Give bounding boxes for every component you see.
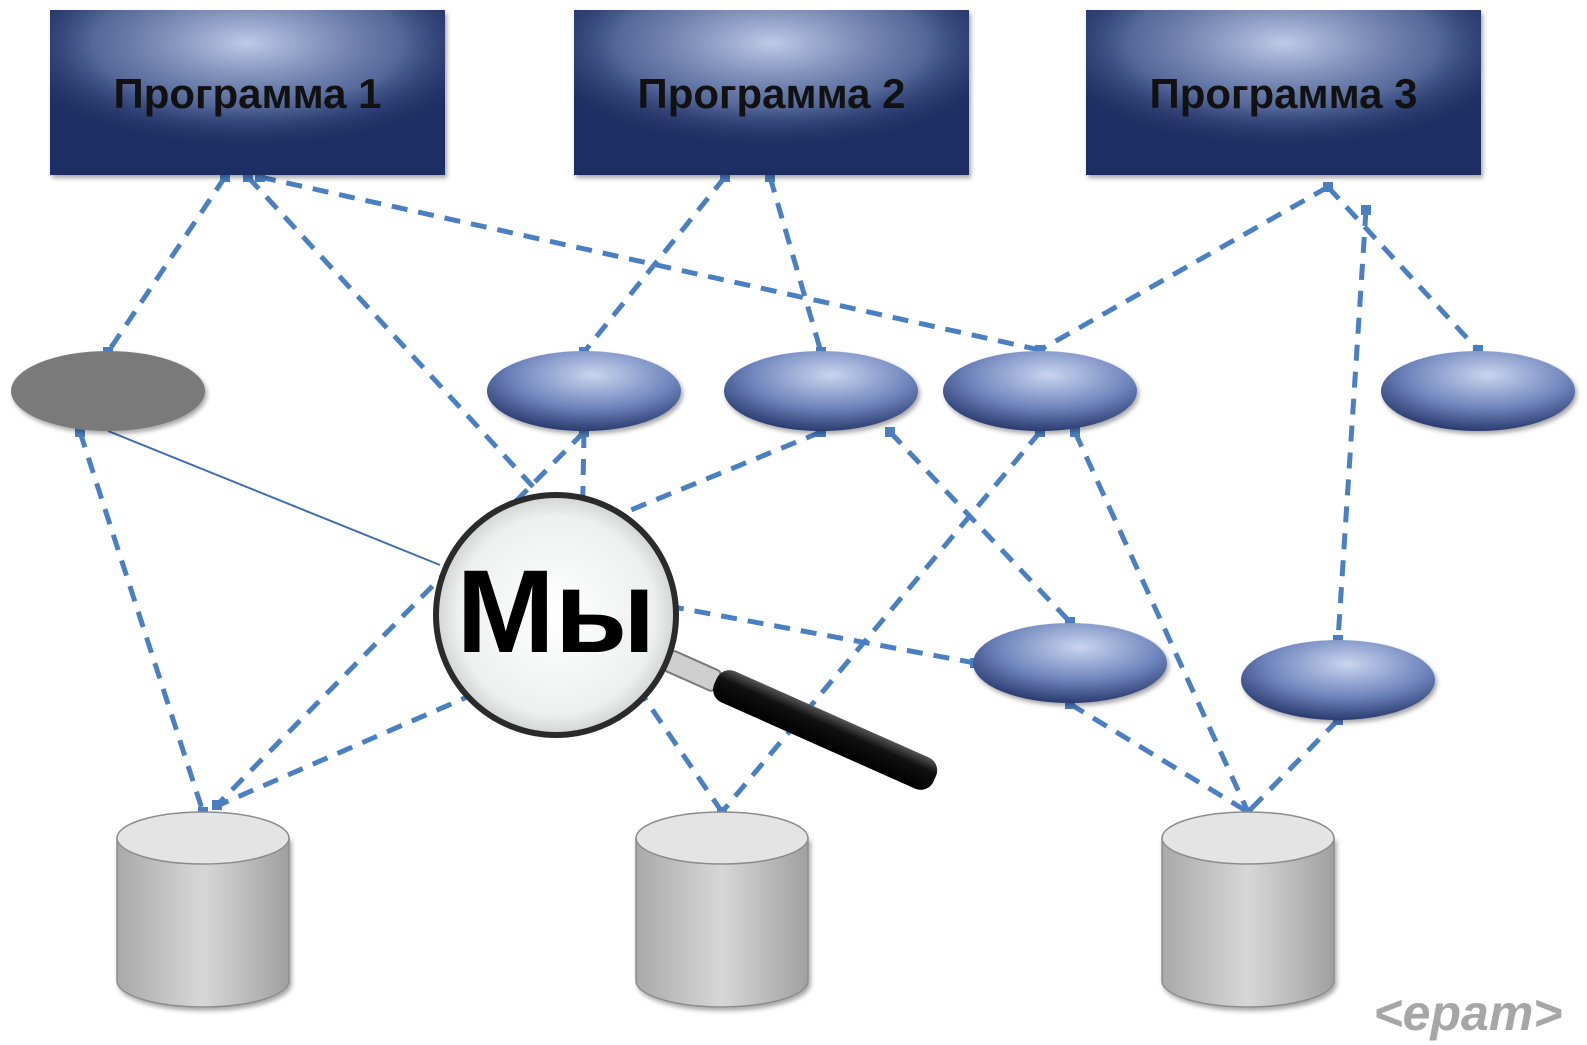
connector-endpoint [1035, 427, 1045, 437]
program-box-1: Программа 1 [50, 10, 445, 175]
service-node [1241, 640, 1435, 720]
service-node [487, 351, 681, 431]
connector-endpoint [1361, 205, 1371, 215]
connector-s3-db2 [720, 430, 1042, 814]
magnifying-glass-icon: Мы [433, 492, 938, 790]
connector-endpoint [75, 427, 85, 437]
connector-endpoint [765, 172, 775, 182]
connector-s-gray-db1 [77, 431, 206, 813]
connector-p2-s1 [582, 175, 727, 354]
program-box-3: Программа 3 [1086, 10, 1481, 175]
service-node [973, 623, 1167, 703]
connector-s6-db3 [1246, 718, 1340, 814]
solid-connector-s-gray-hub [107, 430, 441, 566]
nodes-layer: Программа 1 Программа 2 Программа 3 Мы <epam… [11, 10, 1575, 1041]
connector-p3-s4 [1326, 185, 1480, 352]
service-node-highlighted [11, 351, 205, 431]
connector-p1-hub [246, 175, 584, 542]
connector-s2-s5 [888, 430, 1072, 624]
connector-endpoint [243, 172, 253, 182]
service-node [1381, 351, 1575, 431]
program-box-2: Программа 2 [574, 10, 969, 175]
connector-endpoint [220, 172, 230, 182]
connector-s1-db1 [215, 430, 586, 807]
magnifier-text: Мы [456, 546, 655, 678]
program-label: Программа 3 [1150, 70, 1418, 117]
connector-s5-db3 [1068, 701, 1250, 815]
connector-s3-db3 [1072, 430, 1251, 814]
connector-endpoint [816, 427, 826, 437]
connector-endpoint [1070, 427, 1080, 437]
connector-p3-s3 [1038, 184, 1330, 353]
connector-endpoint [1065, 617, 1075, 627]
database-cylinder-1 [116, 811, 290, 1008]
connector-p1-s-gray [105, 175, 228, 354]
connector-endpoint [579, 427, 589, 437]
connector-p2-s2 [767, 176, 824, 353]
service-node [943, 351, 1137, 431]
program-label: Программа 2 [638, 70, 906, 117]
connector-endpoint [1065, 699, 1075, 709]
service-node [724, 351, 918, 431]
connector-endpoint [1035, 345, 1045, 355]
connector-endpoint [255, 172, 265, 182]
program-label: Программа 1 [114, 70, 382, 117]
connector-endpoint [720, 172, 730, 182]
database-cylinder-3 [1161, 811, 1335, 1008]
connector-endpoint [1323, 182, 1333, 192]
connector-endpoint [885, 427, 895, 437]
database-cylinder-2 [635, 811, 809, 1008]
epam-logo: <epam> [1373, 985, 1562, 1041]
connector-p1-s3 [259, 174, 1041, 353]
connector-p3-s6 [1335, 209, 1369, 641]
connector-endpoint [1473, 345, 1483, 355]
